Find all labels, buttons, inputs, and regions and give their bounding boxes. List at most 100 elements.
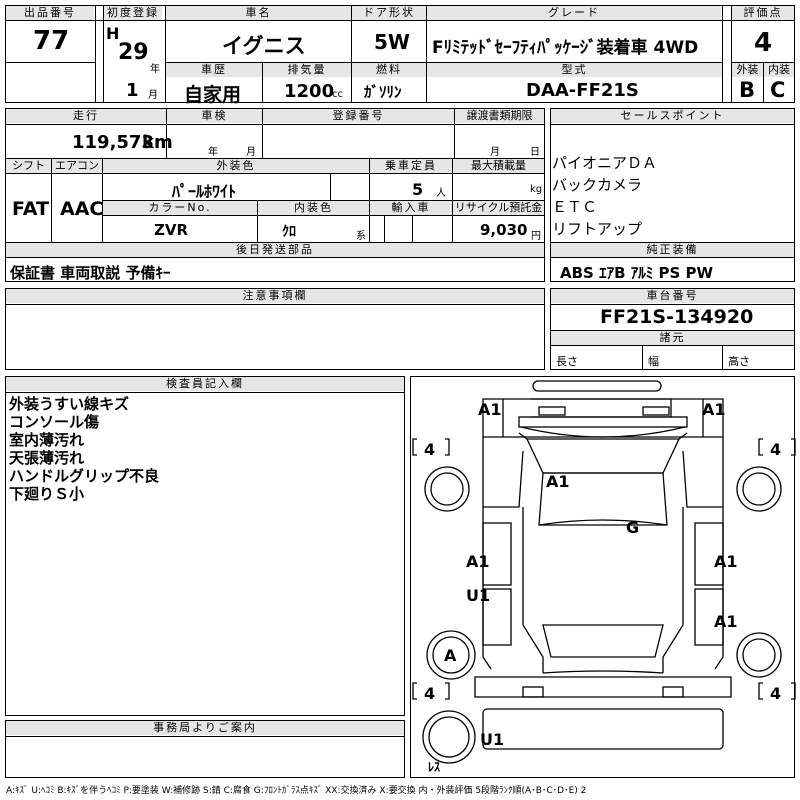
- recycle-unit: 円: [531, 231, 541, 242]
- sales-point-item: リフトアップ: [552, 220, 643, 238]
- interior-color-unit: 系: [356, 231, 366, 242]
- sales-points-list: パイオニアＤＡ バックカメラ ＥＴＣ リフトアップ: [552, 152, 792, 240]
- door-header: ドア形状: [352, 6, 426, 20]
- damage-mark: U1: [480, 730, 505, 749]
- ac-header: エアコン: [52, 159, 102, 173]
- exterior-header: 外装: [732, 63, 763, 77]
- grade: Fﾘﾐﾃｯﾄﾞｾｰﾌﾃｨﾊﾟｯｹｰｼﾞ装着車 4WD: [432, 38, 699, 58]
- inspector-note-line: 下廻りＳ小: [9, 485, 85, 503]
- lot-header: 出品番号: [6, 6, 94, 20]
- interior-color: ｸﾛ: [282, 224, 296, 240]
- equipment: ABS ｴｱB ｱﾙﾐ PS PW: [560, 264, 714, 282]
- fuel: ｶﾞｿﾘﾝ: [364, 83, 402, 101]
- score-header: 評価点: [732, 6, 794, 20]
- notes-header: 注意事項欄: [6, 289, 544, 303]
- later-parts-header: 後日発送部品: [6, 243, 544, 257]
- transfer-day: 日: [530, 147, 540, 158]
- grade-header: グレード: [427, 6, 721, 20]
- office-box: [5, 720, 405, 778]
- damage-mark: A1: [466, 552, 490, 571]
- damage-mark: A1: [546, 472, 570, 491]
- era: H: [106, 24, 120, 43]
- reg-year: 29: [118, 40, 149, 65]
- damage-mark: A: [444, 646, 457, 665]
- car-outline: [412, 380, 796, 764]
- capacity-header: 乗車定員: [370, 159, 452, 173]
- inspection-header: 車検: [167, 109, 262, 123]
- sales-point-item: パイオニアＤＡ: [552, 154, 658, 172]
- specs-header: 諸元: [551, 331, 794, 345]
- capacity: 5: [412, 180, 424, 199]
- car-name: イグニス: [222, 34, 306, 58]
- displacement: 1200: [284, 81, 335, 102]
- notes-box: [5, 288, 545, 370]
- reg-month: 1: [126, 80, 139, 101]
- history: 自家用: [184, 84, 242, 106]
- history-header: 車歴: [166, 63, 262, 77]
- tire-rr-score: 4: [770, 684, 782, 703]
- month-unit: 月: [148, 90, 158, 101]
- damage-mark: A1: [714, 612, 738, 631]
- sales-points-box: [550, 108, 795, 282]
- color-no-header: カラーNo.: [103, 201, 257, 215]
- car-name-header: 車名: [166, 6, 351, 20]
- damage-mark: U1: [466, 586, 491, 605]
- import-header: 輸入車: [370, 201, 452, 215]
- door-type: 5W: [374, 30, 410, 54]
- vehicle-table: [5, 108, 545, 256]
- model-header: 型式: [427, 63, 722, 77]
- lot-number: 77: [33, 26, 70, 56]
- exterior-grade: B: [739, 78, 756, 102]
- spare-tire: ﾚｽ: [428, 760, 441, 774]
- ac: AAC: [60, 198, 104, 220]
- year-unit: 年: [150, 64, 160, 75]
- inspection-year: 年: [208, 147, 218, 158]
- inspector-note-line: 外装うすい線キズ: [9, 395, 130, 413]
- inspection-month: 月: [246, 147, 256, 158]
- recycle-fee: 9,030: [480, 221, 528, 239]
- inspector-header: 検査員記入欄: [6, 377, 404, 391]
- tire-fl-score: 4: [424, 440, 436, 459]
- reg-no-header: 登録番号: [263, 109, 454, 123]
- color-header: 外装色: [103, 159, 369, 173]
- office-header: 事務局よりご案内: [6, 721, 404, 735]
- mileage-unit: km: [142, 132, 173, 153]
- inspector-note-line: 室内薄汚れ: [9, 431, 85, 449]
- spec-width: 幅: [648, 355, 659, 368]
- transfer-month: 月: [490, 147, 500, 158]
- damage-diagram: [410, 376, 796, 778]
- sales-points-header: セールスポイント: [551, 109, 794, 123]
- inspector-note-line: 天張薄汚れ: [9, 449, 85, 467]
- legend: A:ｷｽﾞ U:ﾍｺﾐ B:ｷｽﾞを伴うﾍｺﾐ P:要塗装 W:補修跡 S:錆 …: [6, 786, 587, 796]
- inspector-note-line: コンソール傷: [9, 413, 100, 431]
- inspector-notes: 外装うすい線キズコンソール傷室内薄汚れ天張薄汚れハンドルグリップ不良下廻りＳ小: [9, 395, 399, 503]
- interior-grade: C: [770, 78, 786, 102]
- exterior-color: ﾊﾟｰﾙﾎﾜｲﾄ: [172, 182, 237, 201]
- tire-fr-score: 4: [770, 440, 782, 459]
- load-header: 最大積載量: [453, 159, 544, 173]
- chassis-header: 車台番号: [551, 289, 794, 303]
- load-unit: kg: [530, 184, 543, 195]
- inspector-box: [5, 376, 405, 716]
- spec-length: 長さ: [556, 355, 578, 368]
- sales-point-item: ＥＴＣ: [552, 198, 598, 216]
- transfer-header: 譲渡書類期限: [455, 109, 544, 123]
- inspector-note-line: ハンドルグリップ不良: [9, 467, 160, 485]
- displacement-header: 排気量: [263, 63, 351, 77]
- first-reg-header: 初度登録: [104, 6, 162, 20]
- displacement-unit: cc: [332, 89, 343, 100]
- chassis-box: [550, 288, 795, 370]
- recycle-header: リサイクル預託金: [453, 201, 544, 215]
- spec-height: 高さ: [728, 355, 750, 368]
- damage-mark: A1: [478, 400, 502, 419]
- color-no: ZVR: [154, 221, 189, 239]
- sales-point-item: バックカメラ: [552, 176, 643, 194]
- damage-mark: A1: [714, 552, 738, 571]
- model: DAA-FF21S: [526, 80, 639, 101]
- shift: FAT: [12, 198, 49, 220]
- int-color-header: 内装色: [258, 201, 369, 215]
- damage-mark: G: [626, 518, 640, 537]
- equipment-header: 純正装備: [551, 243, 794, 257]
- later-parts: 保証書 車両取説 予備ｷｰ: [10, 264, 171, 282]
- shift-header: シフト: [6, 159, 51, 173]
